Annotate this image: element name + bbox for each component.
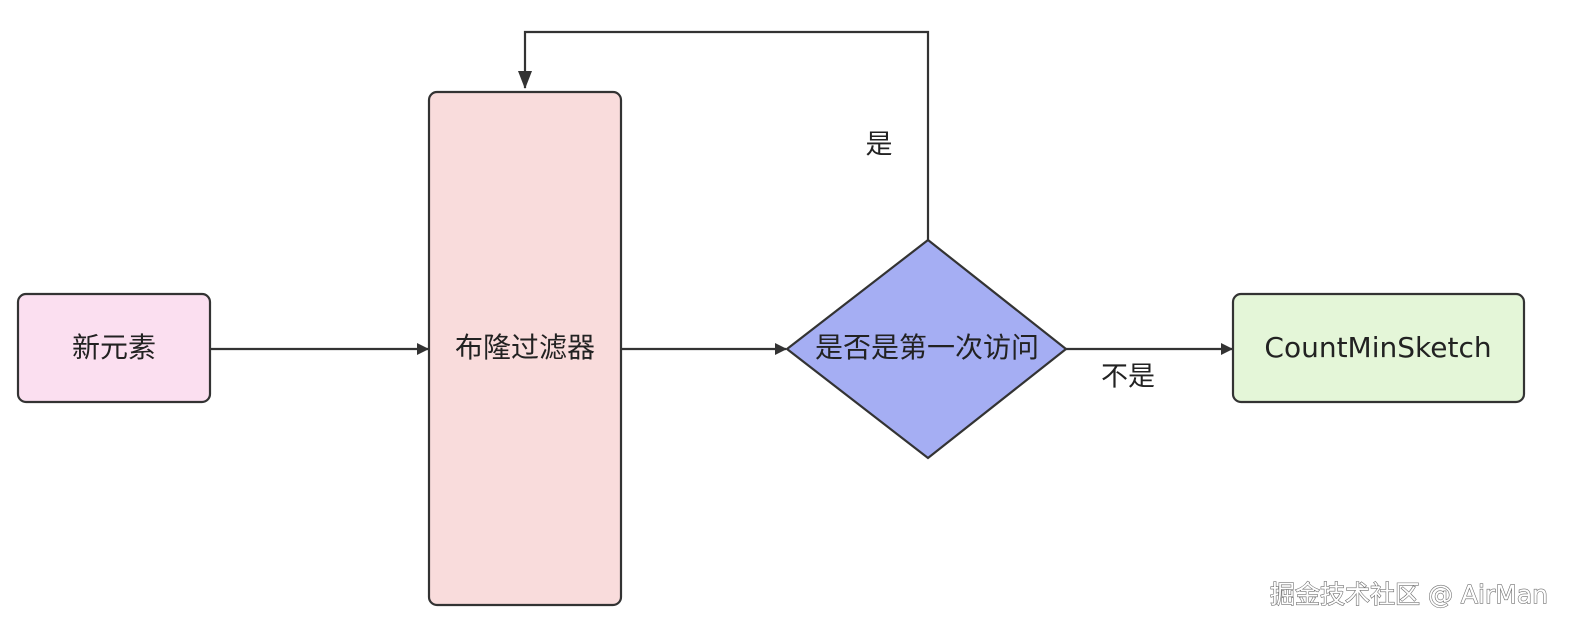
node-first-visit-decision: 是否是第一次访问 xyxy=(785,238,1068,460)
watermark-text: 掘金技术社区 @ AirMan xyxy=(1270,580,1548,609)
edge-first-visit-yes-loop xyxy=(518,30,930,240)
node-first-visit-diamond xyxy=(785,238,1068,460)
node-count-min-sketch-label: CountMinSketch xyxy=(1264,331,1491,364)
edge-label-no: 不是 xyxy=(1101,362,1155,393)
node-bloom-filter-label: 布隆过滤器 xyxy=(455,331,595,364)
node-new-element: 新元素 xyxy=(16,292,212,404)
node-count-min-sketch: CountMinSketch xyxy=(1231,292,1526,404)
node-count-min-sketch-box xyxy=(1231,292,1526,404)
node-bloom-filter: 布隆过滤器 xyxy=(427,90,623,607)
edge-label-yes: 是 xyxy=(866,130,893,161)
node-first-visit-label: 是否是第一次访问 xyxy=(815,331,1039,364)
node-new-element-label: 新元素 xyxy=(72,331,156,364)
node-new-element-box xyxy=(16,292,212,404)
node-bloom-filter-box xyxy=(427,90,623,607)
